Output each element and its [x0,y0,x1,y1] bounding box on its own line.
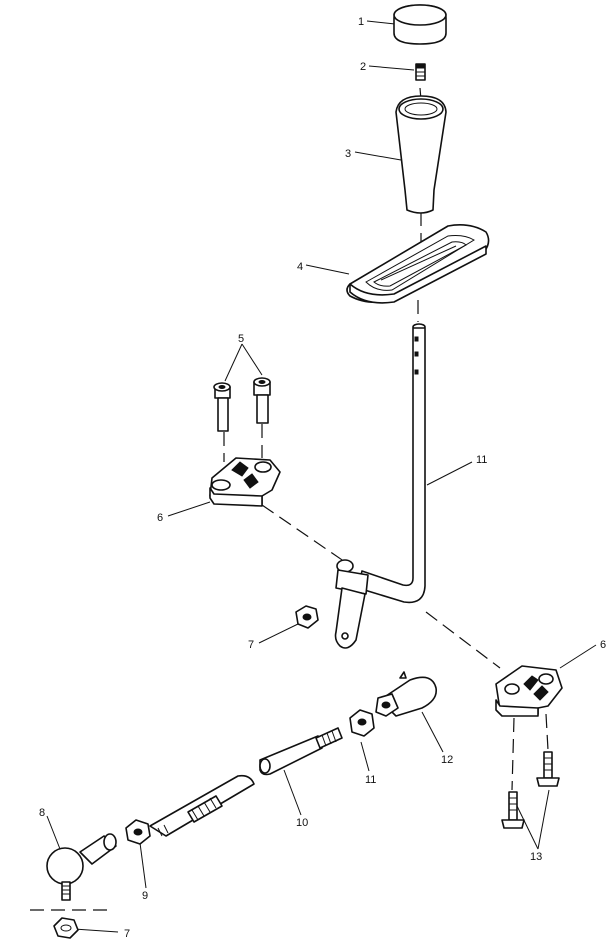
set-screw-part [415,63,426,81]
callout-11-rod: 11 [476,454,487,466]
nut-bottom-part [53,917,79,939]
callout-labels: 1 2 3 4 5 6 6 7 7 8 9 10 11 11 12 13 [39,16,606,940]
callout-10: 10 [296,817,308,829]
callout-4: 4 [297,261,303,273]
callout-9: 9 [142,890,148,902]
threaded-rod-part [259,727,343,776]
shift-knob-cap-part [393,4,447,45]
cable-nut-part [125,819,151,845]
shift-gate-plate-part [346,224,490,304]
nut-mid-part [295,605,319,629]
ball-joint-part [46,833,117,901]
bracket-right-part [495,665,563,717]
jam-nut-part [349,709,375,737]
screw-left-part [501,791,525,829]
callout-6-left: 6 [157,512,163,524]
callout-12: 12 [441,754,453,766]
cable-threaded-end-part [149,774,255,837]
callout-7-mid: 7 [248,639,254,651]
callout-3: 3 [345,148,351,160]
rod-end-part [375,671,438,717]
callout-8: 8 [39,807,45,819]
callout-1: 1 [358,16,364,28]
bolt-left-part [213,382,231,432]
bolt-right-part [253,377,271,424]
shift-rod-part [357,323,426,604]
callout-7-bottom: 7 [124,928,130,940]
callout-6-right: 6 [600,639,606,651]
shift-arm-part [334,559,369,649]
assembly-dash-lines [30,87,549,911]
callout-13: 13 [530,851,542,863]
leader-lines [46,20,597,933]
callout-5: 5 [238,333,244,345]
callout-11-nut: 11 [365,774,376,786]
bracket-left-part [209,457,281,507]
callout-2: 2 [360,61,366,73]
screw-right-part [536,751,560,787]
shift-handle-part [395,95,447,214]
